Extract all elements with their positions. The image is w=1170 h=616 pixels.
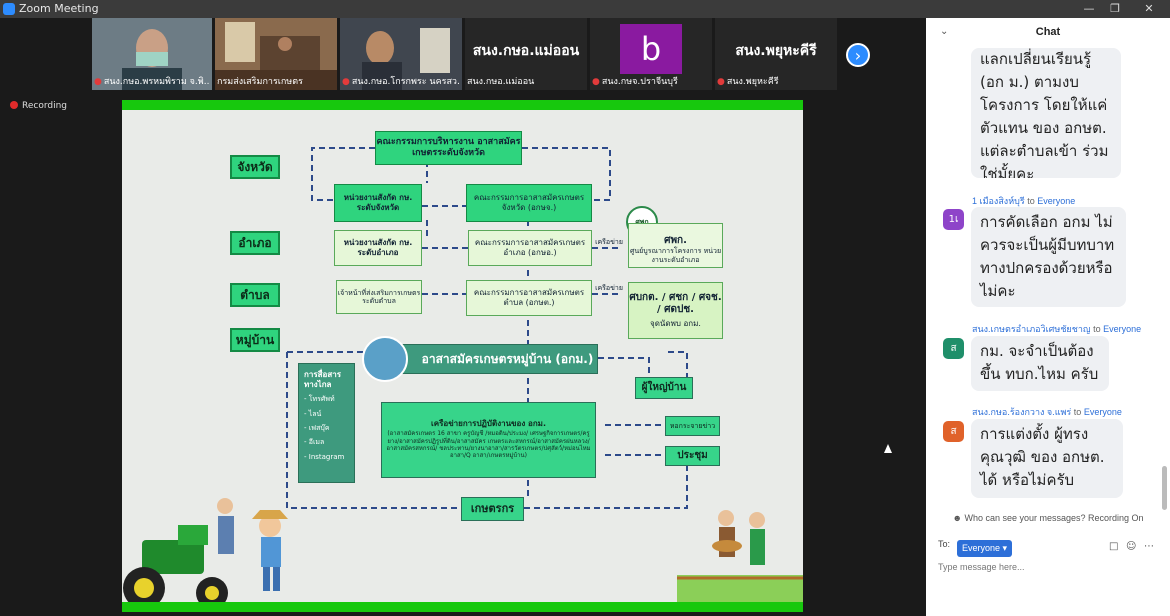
chevron-down-icon[interactable]: ⌄ [940,26,949,37]
level-subdistrict: ตำบล [230,283,280,307]
center-title: ศพก. [664,235,687,247]
prov-committee: คณะกรรมการอาสาสมัครเกษตร จังหวัด (อกษจ.) [466,184,592,222]
who-can-see-link[interactable]: ☻ Who can see your messages? Recording O… [952,513,1144,523]
participant-tile[interactable]: สนง.พยุหะคีรี ●สนง.พยุหะคีรี [715,18,837,90]
sender-avatar: ส [943,338,964,359]
chat-message-bubble: กม. จะจำเป็นต้องขึ้น ทบก.ไหม ครับ [971,336,1109,391]
minimize-icon[interactable]: — [1083,2,1095,15]
tractor-body [142,540,204,574]
file-icon[interactable]: □ [1109,541,1119,552]
participant-tile[interactable]: b ●สนง.กษจ.ปราจีนบุรี [590,18,712,90]
level-village: หมู่บ้าน [230,328,280,352]
next-page-button[interactable]: › [846,43,870,67]
restore-icon[interactable]: ❐ [1110,2,1120,15]
farmer-illustrations [123,498,803,609]
comm-title: การสื่อสาร ทางไกล [304,370,341,389]
participant-label: ●สนง.พยุหะคีรี [717,77,779,87]
chat-panel: ⌄ Chat แลกเปลี่ยนเรียนรู้ (อก ม.) ตามงบโ… [926,18,1170,616]
title-bar: Zoom Meeting — ❐ ✕ [0,0,1170,18]
level-district: อำเภอ [230,231,280,255]
participant-tile[interactable]: สนง.กษอ.แม่ออน สนง.กษอ.แม่ออน [465,18,587,90]
center-sub: ศูนย์บูรณาการโครงการ หน่วยงานระดับอำเภอ [629,247,722,264]
farmers: เกษตรกร [461,497,524,521]
village-head: ผู้ใหญ่บ้าน [635,377,693,399]
participant-label: กรมส่งเสริมการเกษตร [217,77,303,87]
chat-scrollbar[interactable] [1162,466,1167,510]
network-label: เครือข่าย [595,237,623,246]
video-strip: ●สนง.กษอ.พรหมพิราม จ.พิ... กรมส่งเสริมกา… [0,18,926,90]
chat-message-bubble: แลกเปลี่ยนเรียนรู้ (อก ม.) ตามงบโครงการ … [971,48,1121,178]
participant-label: ●สนง.กษอ.โกรกพระ นครสว... [342,77,460,87]
mic-muted-icon: ● [592,77,600,87]
people-icon: ☻ [952,513,962,523]
mic-muted-icon: ● [94,77,102,87]
communication-box: การสื่อสาร ทางไกล - โทรศัพท์ - ไลน์ - เฟ… [298,363,355,483]
dist-agency: หน่วยงานสังกัด กษ. ระดับอำเภอ [334,230,422,266]
chat-message-bubble: การแต่งตั้ง ผู้ทรง คุณวุฒิ ของ อกษต. ได้… [971,419,1123,498]
network-box: เครือข่ายการปฏิบัติงานของ อกม. (อาสาสมัค… [381,402,596,478]
participant-video [92,18,212,90]
village-photo-icon [362,336,408,382]
participant-label: ●สนง.กษอ.พรหมพิราม จ.พิ... [94,77,210,87]
slide-top-bar [122,100,803,110]
center2-title: ศบกต. / ศชก / ศจช. / ศดปช. [629,292,722,316]
participant-video [215,18,337,90]
participant-display-name: สนง.กษอ.แม่ออน [472,43,580,59]
chat-sender: สนง.กษอ.ร้องกวาง จ.แพร่ to Everyone [972,407,1122,417]
comm-item: - ไลน์ [304,409,322,418]
recording-dot-icon [10,101,18,109]
sub-agency: เจ้าหน้าที่ส่งเสริมการเกษตร ระดับตำบล [336,280,422,314]
close-icon[interactable]: ✕ [1144,2,1154,15]
level-province: จังหวัด [230,155,280,179]
emoji-icon[interactable]: ☺ [1126,541,1137,552]
participant-display-name: สนง.พยุหะคีรี [735,43,817,59]
village-volunteer: อาสาสมัครเกษตรหมู่บ้าน (อกม.) [377,344,598,374]
slide-connectors [286,147,688,509]
participant-video [340,18,462,90]
more-options-icon[interactable]: ⋯ [1144,541,1154,552]
center2-sub: จุดนัดพบ อกม. [650,319,701,329]
sender-avatar: ส [943,421,964,442]
center2-box: ศบกต. / ศชก / ศจช. / ศดปช. จุดนัดพบ อกม. [628,282,723,339]
window-title: Zoom Meeting [19,2,99,15]
news-tower: หอกระจายข่าว [665,416,720,436]
participant-label: ●สนง.กษจ.ปราจีนบุรี [592,77,678,87]
zoom-app-icon [3,3,15,15]
shared-slide: จังหวัด อำเภอ ตำบล หมู่บ้าน คณะกรรมการบร… [122,100,803,612]
participant-tile[interactable]: ●สนง.กษอ.พรหมพิราม จ.พิ... [92,18,212,90]
chat-title: Chat [1035,26,1061,38]
participant-label: สนง.กษอ.แม่ออน [467,77,535,87]
participant-avatar: b [620,24,682,74]
comm-item: - อีเมล [304,438,325,447]
participant-tile[interactable]: กรมส่งเสริมการเกษตร [215,18,337,90]
top-committee: คณะกรรมการบริหารงาน อาสาสมัครเกษตรระดับจ… [375,131,522,165]
chat-message-bubble: การคัดเลือก อกม ไม่ควรจะเป็นผู้มีบทบาท ท… [971,207,1126,307]
meeting: ประชุม [665,446,720,466]
comm-item: - เฟสบุ๊ค [304,423,330,432]
to-label: To: [938,539,951,549]
network-label: เครือข่าย [595,283,623,292]
mic-muted-icon: ● [717,77,725,87]
sender-avatar: 1เ [943,209,964,230]
network-title: เครือข่ายการปฏิบัติงานของ อกม. [431,418,546,428]
comm-item: - Instagram [304,452,345,461]
chat-sender: 1 เมืองสิงห์บุรี to Everyone [972,196,1076,206]
prov-agency: หน่วยงานสังกัด กษ. ระดับจังหวัด [334,184,422,222]
dist-committee: คณะกรรมการอาสาสมัครเกษตร อำเภอ (อกษอ.) [468,230,592,266]
comm-item: - โทรศัพท์ [304,395,335,404]
recipient-dropdown[interactable]: Everyone ▾ [957,540,1012,557]
mic-muted-icon: ● [342,77,350,87]
participant-tile[interactable]: ●สนง.กษอ.โกรกพระ นครสว... [340,18,462,90]
chat-sender: สนง.เกษตรอำเภอวิเศษชัยชาญ to Everyone [972,324,1142,334]
network-body: (อาสาสมัครเกษตร 16 สาขา ครูบัญชี /หมอดิน… [386,430,591,459]
mouse-cursor-icon [884,444,892,453]
recording-indicator[interactable]: Recording [10,101,67,111]
sub-committee: คณะกรรมการอาสาสมัครเกษตร ตำบล (อกษต.) [466,280,592,316]
slide-bottom-bar [122,602,803,612]
message-input[interactable]: Type message here... [938,562,1025,572]
center-box: ศพก. ศูนย์บูรณาการโครงการ หน่วยงานระดับอ… [628,223,723,268]
